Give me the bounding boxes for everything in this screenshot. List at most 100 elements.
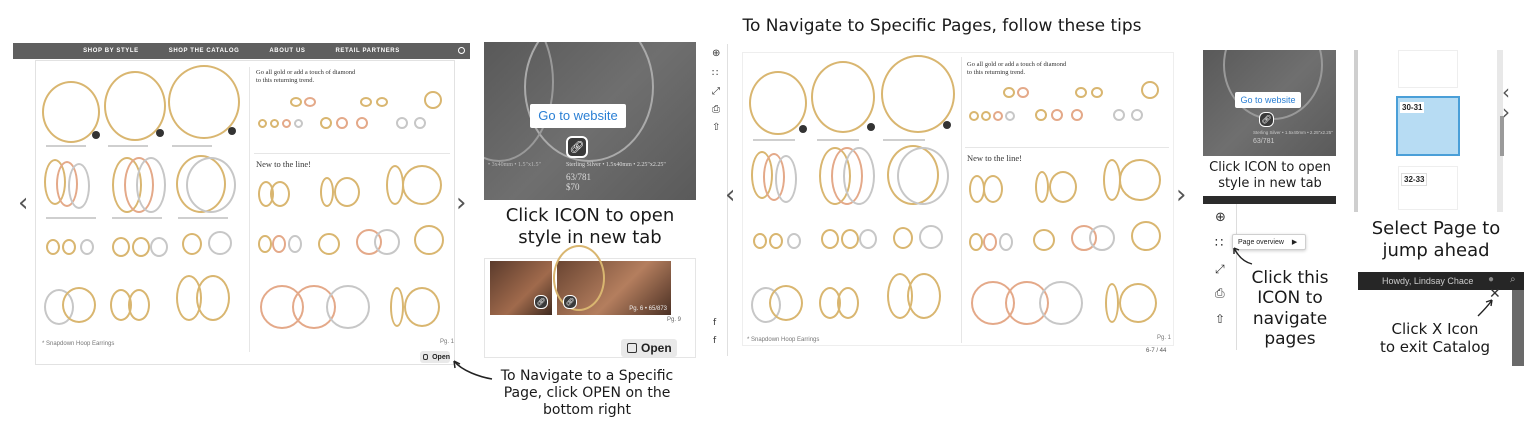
search-icon[interactable]: ⌕ — [1510, 274, 1516, 285]
product-hoop — [258, 235, 272, 253]
photo-caption: Pg. 6 • 65/873 — [629, 306, 667, 312]
product-hoop — [1113, 109, 1125, 121]
link-icon[interactable]: 🔗︎ — [534, 295, 548, 309]
link-icon[interactable]: 🔗︎ — [563, 295, 577, 309]
product-hoop — [969, 111, 979, 121]
chevron-left-icon[interactable]: ‹ — [1502, 80, 1510, 104]
product-hoop — [843, 147, 875, 205]
chevron-left-icon[interactable]: ‹ — [18, 188, 29, 218]
nav-shop-by-style[interactable]: SHOP BY STYLE — [83, 48, 139, 54]
go-to-website-button[interactable]: Go to website — [1235, 92, 1301, 108]
page-overview-popover[interactable]: Page overview ▶ — [1232, 234, 1306, 250]
product-hoop — [1005, 111, 1015, 121]
link-icon[interactable]: 🔗︎ — [1259, 112, 1274, 127]
grid-icon[interactable]: ∷ — [712, 68, 719, 79]
viewer-toolbar: ⊕ ∷ ⤢ ⎙ ⇧ f f — [708, 44, 728, 356]
link-icon[interactable] — [799, 125, 807, 133]
grid-icon[interactable]: ∷ — [1215, 236, 1224, 251]
product-code: 63/781 — [1253, 138, 1275, 145]
nav-about-us[interactable]: ABOUT US — [269, 48, 306, 54]
page-number: Pg. 1 — [440, 339, 455, 345]
product-hoop — [983, 175, 1003, 203]
link-icon[interactable] — [156, 129, 164, 137]
chevron-right-icon[interactable]: › — [1502, 100, 1510, 124]
chevron-right-icon[interactable]: › — [1176, 180, 1187, 210]
product-caption — [178, 217, 228, 219]
scrollbar[interactable] — [1354, 50, 1358, 212]
product-hoop — [1035, 109, 1047, 121]
chevron-right-icon[interactable]: › — [456, 188, 467, 218]
page-thumbnail[interactable]: 32-33 — [1398, 166, 1458, 210]
product-hoop — [1051, 109, 1063, 121]
product-hoop — [208, 231, 232, 255]
product-hoop — [1119, 283, 1157, 323]
scrollbar-thumb[interactable] — [1500, 116, 1504, 156]
page-thumbnail[interactable] — [1398, 50, 1458, 88]
product-hoop — [336, 117, 348, 129]
product-hoop — [837, 287, 859, 319]
open-button[interactable]: Open — [621, 339, 677, 357]
nav-shop-the-catalog[interactable]: SHOP THE CATALOG — [168, 48, 240, 54]
product-hoop — [919, 225, 943, 249]
product-hoop — [1017, 87, 1029, 98]
product-hoop — [390, 287, 404, 327]
product-hoop — [1119, 159, 1161, 201]
social-icon[interactable]: f — [713, 336, 717, 346]
product-hoop — [749, 71, 807, 135]
link-icon[interactable] — [943, 121, 951, 129]
user-bar: Howdy, Lindsay Chace ● ⌕ — [1358, 272, 1524, 290]
page-edge — [1512, 290, 1524, 366]
viewer-toolbar: ⊕ ∷ ⤢ ⎙ ⇧ — [1203, 204, 1237, 350]
product-hoop — [396, 117, 408, 129]
product-hoop — [787, 233, 801, 249]
play-icon: ▶ — [1291, 239, 1298, 246]
product-hoop — [132, 237, 150, 257]
section-title: New to the line! — [256, 159, 311, 169]
catalog-spread: * Snapdown Hoop Earrings Go all gold or … — [35, 60, 455, 365]
expand-icon[interactable]: ⤢ — [1215, 262, 1225, 276]
catalog-spread: * Snapdown Hoop Earrings Go all gold or … — [742, 52, 1174, 346]
social-icon[interactable]: f — [713, 318, 717, 328]
catalog-blurb: Go all gold or add a touch of diamond to… — [256, 69, 356, 85]
zoom-in-icon[interactable]: ⊕ — [712, 48, 721, 59]
product-hoop — [907, 273, 941, 319]
avatar[interactable]: ● — [1488, 274, 1495, 285]
nav-retail-partners[interactable]: RETAIL PARTNERS — [335, 48, 400, 54]
zoom-in-icon[interactable]: ⊕ — [1215, 210, 1226, 225]
product-hoop — [182, 233, 202, 255]
open-button[interactable]: Open — [420, 351, 450, 363]
chevron-left-icon[interactable]: ‹ — [725, 180, 736, 210]
print-icon[interactable]: ⎙ — [712, 104, 720, 115]
page-range-label: 30-31 — [1400, 102, 1425, 113]
expand-icon[interactable]: ⤢ — [712, 86, 720, 97]
product-caption — [46, 145, 86, 147]
product-hoop — [196, 275, 230, 321]
product-code: 63/781 — [566, 172, 592, 182]
product-hoop — [80, 239, 94, 255]
product-hoop — [112, 237, 130, 257]
go-to-website-button[interactable]: Go to website — [530, 104, 626, 128]
share-icon[interactable]: ⇧ — [1215, 312, 1226, 326]
print-icon[interactable]: ⎙ — [1215, 286, 1225, 300]
link-icon[interactable] — [867, 123, 875, 131]
search-icon[interactable] — [458, 47, 465, 54]
product-hoop — [424, 91, 442, 109]
tip-exit-catalog: Click X Icon to exit Catalog — [1379, 320, 1491, 356]
product-hoop — [42, 81, 100, 143]
page-thumbnail-selected[interactable]: 30-31 — [1396, 96, 1460, 156]
close-icon[interactable]: ✕ — [1489, 286, 1501, 302]
product-hoop — [1075, 87, 1087, 98]
pointer-arrow — [1233, 247, 1253, 265]
link-icon[interactable] — [228, 127, 236, 135]
pointer-arrow — [1477, 299, 1493, 317]
open-icon — [423, 354, 429, 360]
product-hoop — [841, 229, 859, 249]
product-specs: Sterling Silver • 1.5x40mm • 2.25"x2.25" — [566, 162, 666, 168]
product-hoop — [1003, 87, 1015, 98]
tip-select-page: Select Page to jump ahead — [1371, 218, 1501, 261]
link-icon[interactable] — [92, 131, 100, 139]
page-heading: To Navigate to Specific Pages, follow th… — [742, 16, 1142, 36]
product-hoop — [404, 287, 440, 327]
link-icon[interactable]: 🔗︎ — [566, 136, 588, 158]
share-icon[interactable]: ⇧ — [712, 122, 721, 133]
